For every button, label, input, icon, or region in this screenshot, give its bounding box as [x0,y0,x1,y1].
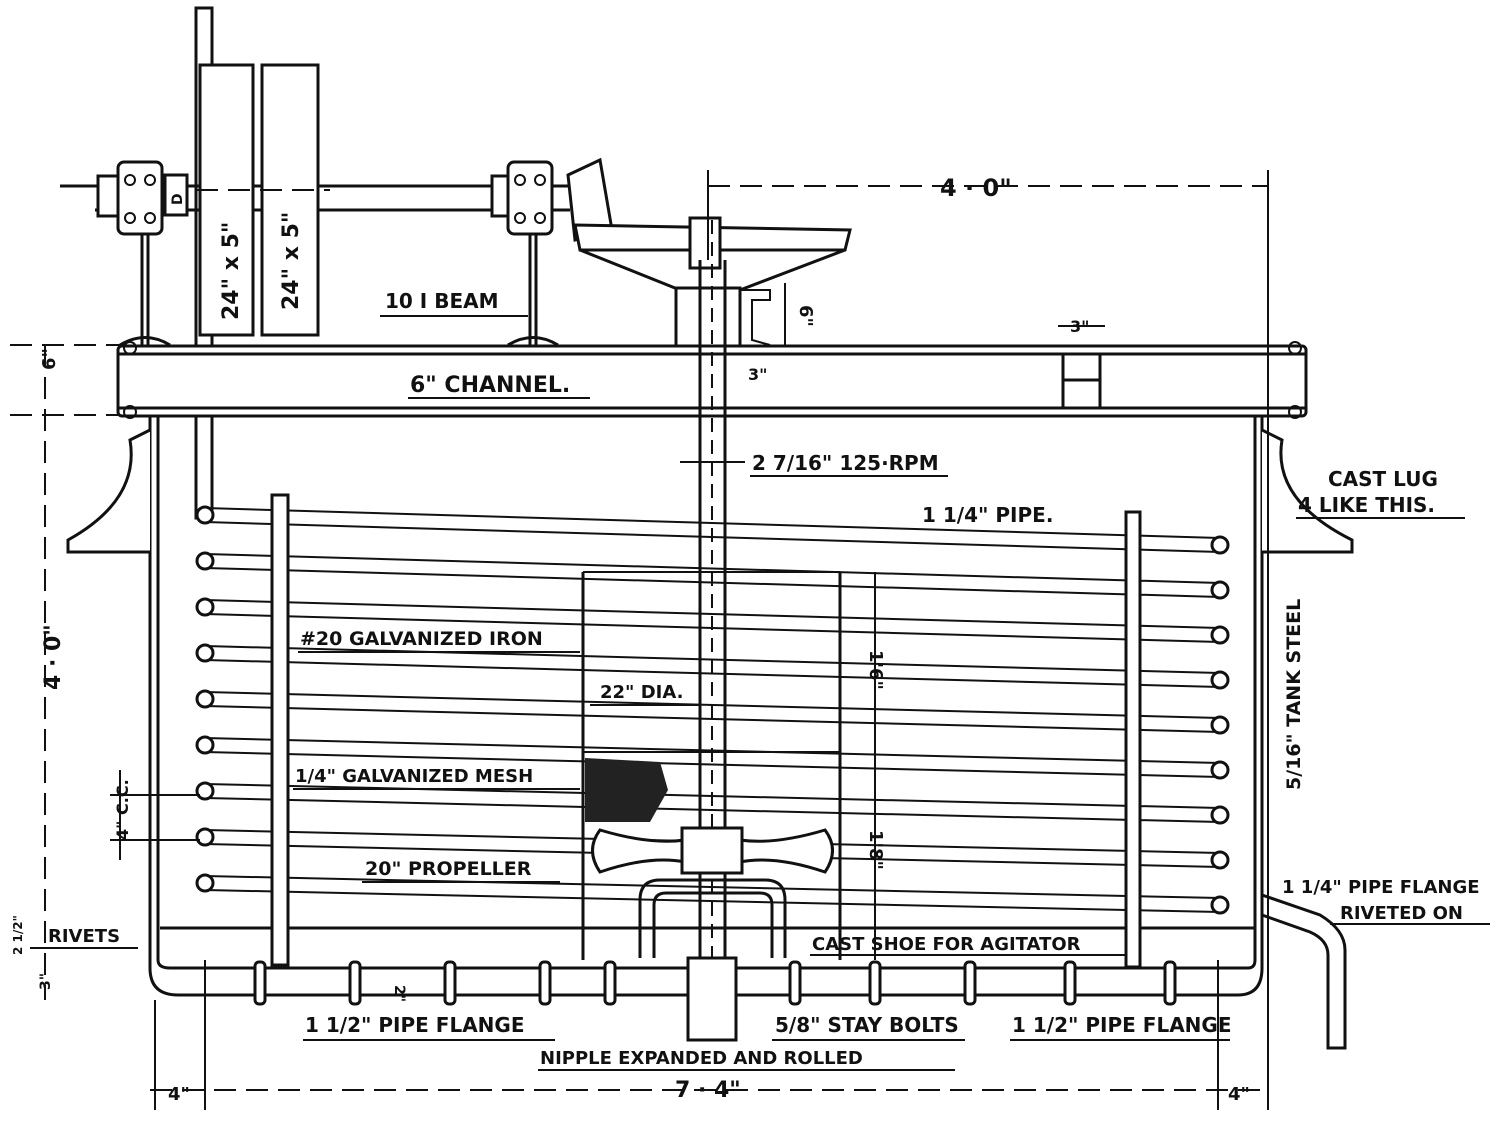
cast-lug-left [66,428,151,554]
svg-text:4": 4" [1228,1084,1250,1105]
propeller [591,826,834,958]
coil-pipe [204,599,1221,629]
svg-text:1 1/4" PIPE FLANGE: 1 1/4" PIPE FLANGE [1282,877,1480,898]
coil-end [1210,715,1230,735]
coil-end [1210,850,1230,870]
draft-tube [581,571,842,960]
svg-text:3": 3" [748,365,767,384]
coil-end [1210,580,1230,600]
galvanized-mesh [585,758,668,822]
annotations: 4 · 0" 10 I BEAM 6" 3" 6" 2 7/16" 125·RP… [11,174,1490,1105]
svg-text:CAST LUG: CAST LUG [1328,467,1438,491]
coil-pipe [204,553,1221,584]
coil-end [195,689,215,709]
svg-text:RIVETED ON: RIVETED ON [1340,903,1463,924]
coil-end [195,873,215,893]
svg-text:6": 6" [39,348,60,370]
svg-text:3": 3" [38,973,54,990]
svg-text:#20 GALVANIZED IRON: #20 GALVANIZED IRON [300,628,543,650]
coil-end [1210,670,1230,690]
outlet-pipe [1261,893,1347,1050]
stay-bolt [1163,960,1177,1006]
svg-text:4 · 0": 4 · 0" [41,624,66,690]
svg-text:1/4" GALVANIZED MESH: 1/4" GALVANIZED MESH [295,766,533,787]
cast-lug-right [1261,428,1354,554]
svg-text:RIVETS: RIVETS [48,926,120,947]
coil-pipe [204,691,1221,719]
coil-end [195,505,215,525]
svg-text:2": 2" [391,985,407,1002]
svg-text:1 1/2" PIPE FLANGE: 1 1/2" PIPE FLANGE [1012,1013,1231,1037]
stay-bolt [963,960,977,1006]
coil-end [1210,805,1230,825]
stay-bolt [348,960,362,1006]
svg-text:4 · 0": 4 · 0" [940,174,1012,202]
pulley-1: 24" x 5" [198,63,255,337]
coil-pipe [204,875,1221,899]
svg-text:2 7/16" 125·RPM: 2 7/16" 125·RPM [752,451,939,475]
stay-bolt [253,960,267,1006]
svg-text:4 LIKE THIS.: 4 LIKE THIS. [1298,493,1435,517]
coil-end [1210,535,1230,555]
bearing-left: D [96,160,189,236]
dimension-lines [10,170,1269,1110]
svg-text:1 1/4" PIPE.: 1 1/4" PIPE. [922,503,1053,527]
coil-pipe [204,797,1221,823]
stay-bolt [603,960,617,1006]
coil-end [195,643,215,663]
stay-bolt [443,960,457,1006]
coil-pipe [204,521,1221,553]
i-beam-supports [119,234,559,347]
svg-text:10 I BEAM: 10 I BEAM [385,289,499,313]
svg-text:3": 3" [1070,317,1089,336]
coil-pipe [204,613,1221,643]
svg-text:4" C.C.: 4" C.C. [113,779,132,840]
coil-end [195,597,215,617]
coil-end [1210,895,1230,915]
coil-spacer-bars [270,493,1142,969]
svg-text:4": 4" [168,1084,190,1105]
bevel-gear [566,157,852,350]
svg-text:6" CHANNEL.: 6" CHANNEL. [410,373,570,398]
coil-pipe [204,889,1221,913]
svg-text:CAST SHOE FOR AGITATOR: CAST SHOE FOR AGITATOR [812,934,1081,955]
stay-bolt [788,960,802,1006]
coil-end [195,735,215,755]
svg-text:5/16" TANK STEEL: 5/16" TANK STEEL [1283,599,1305,790]
coil-end [195,827,215,847]
svg-text:5/8" STAY BOLTS: 5/8" STAY BOLTS [775,1013,959,1037]
pulley-2: 24" x 5" [260,63,320,337]
stay-bolt [868,960,882,1006]
svg-text:1'6": 1'6" [865,650,886,690]
coil-pipe [204,507,1221,539]
nipple [686,956,738,1042]
coil-end [195,781,215,801]
coil-pipe [204,659,1221,688]
stay-bolt [1063,960,1077,1006]
svg-text:24" x 5": 24" x 5" [279,212,304,310]
svg-text:7 · 4": 7 · 4" [675,1078,741,1103]
svg-text:22" DIA.: 22" DIA. [600,682,683,703]
svg-text:D: D [170,193,186,205]
bearing-right [490,160,554,236]
svg-text:20" PROPELLER: 20" PROPELLER [365,858,532,880]
svg-text:2 1/2": 2 1/2" [11,915,25,955]
coil-pipe [204,567,1221,598]
coil-end [1210,625,1230,645]
svg-text:1'8": 1'8" [865,830,886,870]
coil-pipe [204,751,1221,778]
stay-bolt [538,960,552,1006]
coil-pipe [204,705,1221,733]
svg-text:24" x 5": 24" x 5" [219,222,244,320]
svg-text:1 1/2" PIPE FLANGE: 1 1/2" PIPE FLANGE [305,1013,524,1037]
svg-text:NIPPLE EXPANDED AND ROLLED: NIPPLE EXPANDED AND ROLLED [540,1048,863,1069]
coil-end [195,551,215,571]
svg-text:6": 6" [795,305,816,327]
stay-bolts [253,960,1177,1006]
coil-end [1210,760,1230,780]
coil-pipe [204,737,1221,764]
coil-pipe [204,645,1221,674]
